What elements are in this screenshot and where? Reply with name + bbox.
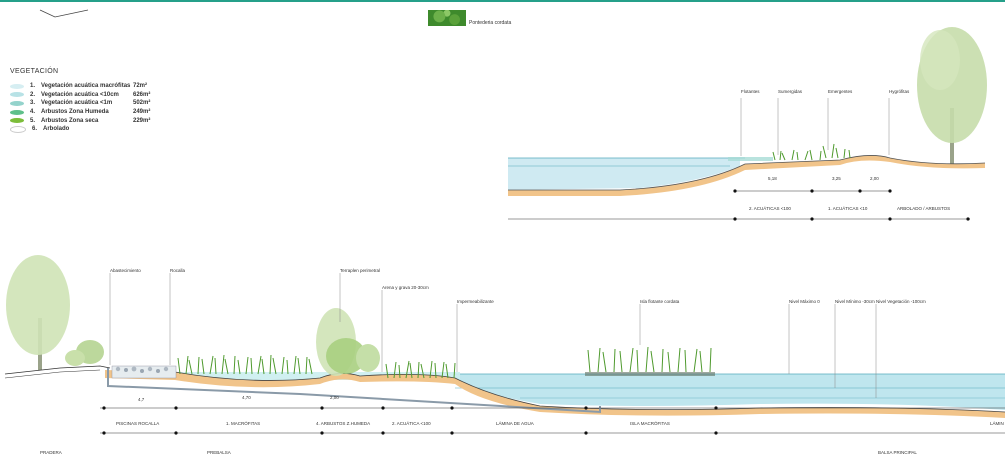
lower-zone-ticks [102,406,718,410]
legend-swatch [10,92,24,98]
legend-item: 2. Vegetación acuática <10cm 626m² [10,91,165,100]
legend-item: 3. Vegetación acuática <1m 502m² [10,99,165,108]
lower-zone-5: LÁMINA DE AGUA [496,420,534,426]
legend-number: 5. [30,117,36,124]
legend-label: Vegetación acuática <10cm [41,91,119,98]
upper-label-2: Sumergidas [778,89,803,94]
lower-tree-icon [6,255,104,370]
liner-pipe [107,368,601,414]
legend-number: 1. [30,83,36,90]
upper-label-4: Hygrófitas [889,89,910,94]
legend-label: Arbolado [43,126,70,133]
floating-island [585,372,715,376]
lower-label-6: Isla flotante cordata [640,299,680,304]
legend-label: Arbustos Zona seca [41,117,99,124]
lower-zone-4: 2. ACUÁTICA <100 [392,420,431,426]
upper-zone-3: ARBOLADO / ARBUSTOS [897,206,950,211]
lower-zone-2: 1. MACRÓFITAS [226,420,260,426]
lower-zone-1: PISCINAS ROCALLA [116,421,159,426]
lower-label-7: Nivel Máximo 0 [789,299,820,304]
legend-number: 4. [30,109,36,116]
legend-number: 6. [32,126,38,133]
lower-zone-ticks-2 [102,431,718,435]
upper-dim-1: 5,18 [768,176,777,181]
lower-label-9: Nivel Vegetación -100cm [876,299,926,304]
upper-dim-2: 3,25 [832,176,841,181]
accent-bar [0,0,1005,2]
lower-label-1: Abastecimiento [110,268,141,273]
plant-legend-label: Pontederia cordata [469,20,512,26]
lower-reeds [177,346,712,379]
upper-dim-3: 2,00 [870,176,879,181]
lower-label-5: Impermeabilizante [457,299,494,304]
lower-dim-1: 4,7 [138,397,145,402]
sketch-fragment [39,9,89,18]
lower-label-3: Terraplen perimetral [340,268,380,273]
legend-number: 2. [30,91,36,98]
area-prebalsa: PREBALSA [207,450,231,455]
lower-zone-6: ISLA MACRÓFITAS [630,420,670,426]
legend-swatch [10,125,26,133]
legend-area: 72m² [133,83,148,90]
legend-item: 6. Arbolado [10,125,165,134]
lower-zone-3: 4. ARBUSTOS Z.HUMEDA [316,421,370,426]
legend-label: Vegetación acuática <1m [41,100,113,107]
legend-title: VEGETACIÓN [10,68,59,75]
legend-swatch [10,118,24,124]
berm-mound [316,308,380,376]
plant-legend: Pontederia cordata [428,10,511,26]
legend-area: 626m² [133,91,151,98]
legend-label: Arbustos Zona Humeda [41,109,109,116]
plant-photo-icon [428,10,466,26]
lower-label-8: Nivel Mínimo -30cm [835,299,875,304]
legend-number: 3. [30,100,36,107]
lower-zone-7: LÁMIN [990,420,1004,426]
legend-swatch [10,83,24,89]
legend-swatch [10,100,24,106]
lower-water [455,374,1005,410]
legend-label: Vegetación acuática macrófitas [41,83,131,90]
upper-ground [508,155,985,196]
lower-label-4: Arena y grava 20-30cm [382,285,429,290]
rocalla-stones [111,365,177,379]
legend-area: 249m² [133,109,151,116]
lower-label-2: Rocalla [170,268,186,273]
upper-tree-icon [917,27,987,166]
lower-leaders [109,273,877,398]
upper-section: Flotantes Sumergidas Emergentes Hygrófit… [508,27,987,221]
upper-water [508,158,740,190]
area-balsa-principal: BALSA PRINCIPAL [878,450,917,455]
lower-dim-2: 4,70 [242,395,251,400]
area-pradera: PRADERA [40,450,62,455]
upper-vegetation [772,143,851,161]
lower-section: Abastecimiento Rocalla Terraplen perimet… [4,255,1005,455]
lower-dim-3: 2,00 [330,395,339,400]
upper-dim-ticks [733,189,892,193]
upper-leaders [740,98,890,156]
legend-item: 4. Arbustos Zona Humeda 249m² [10,108,165,117]
upper-zone-ticks [733,217,970,221]
legend-area: 502m² [133,100,151,107]
legend-area: 229m² [133,117,151,124]
legend-swatch [10,109,24,115]
upper-label-3: Emergentes [828,89,853,94]
legend-item: 5. Arbustos Zona seca 229m² [10,116,165,125]
upper-zone-2: 1. ACUÁTICAS <10 [828,205,868,211]
upper-zone-1: 2. ACUÁTICAS <100 [749,205,791,211]
upper-label-1: Flotantes [741,89,760,94]
